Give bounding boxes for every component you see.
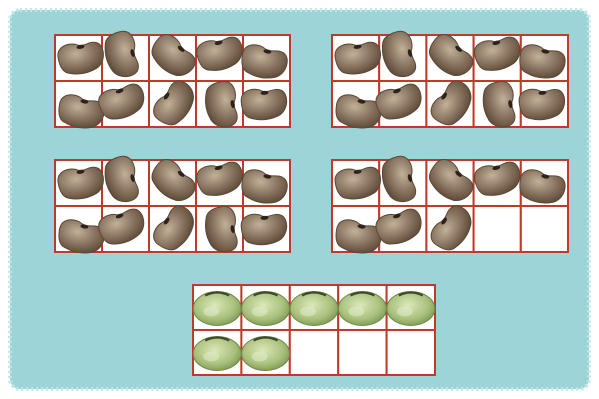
green-bean-icon	[387, 292, 435, 326]
ten-frame-cell	[290, 330, 338, 375]
ten-frame-cell	[387, 330, 435, 375]
green-bean-icon	[193, 337, 241, 371]
ten-frame-middle-right	[332, 154, 568, 257]
ten-frame-bottom-center	[193, 285, 435, 375]
green-bean-icon	[242, 292, 290, 326]
ten-frame-top-right	[332, 29, 568, 132]
ten-frame-cell	[338, 330, 386, 375]
green-bean-icon	[242, 337, 290, 371]
ten-frame-cell	[474, 206, 521, 252]
green-bean-icon	[338, 292, 386, 326]
ten-frame-middle-left	[55, 154, 290, 257]
ten-frame-top-left	[55, 29, 290, 132]
green-bean-icon	[193, 292, 241, 326]
green-bean-icon	[290, 292, 338, 326]
ten-frame-cell	[521, 206, 568, 252]
